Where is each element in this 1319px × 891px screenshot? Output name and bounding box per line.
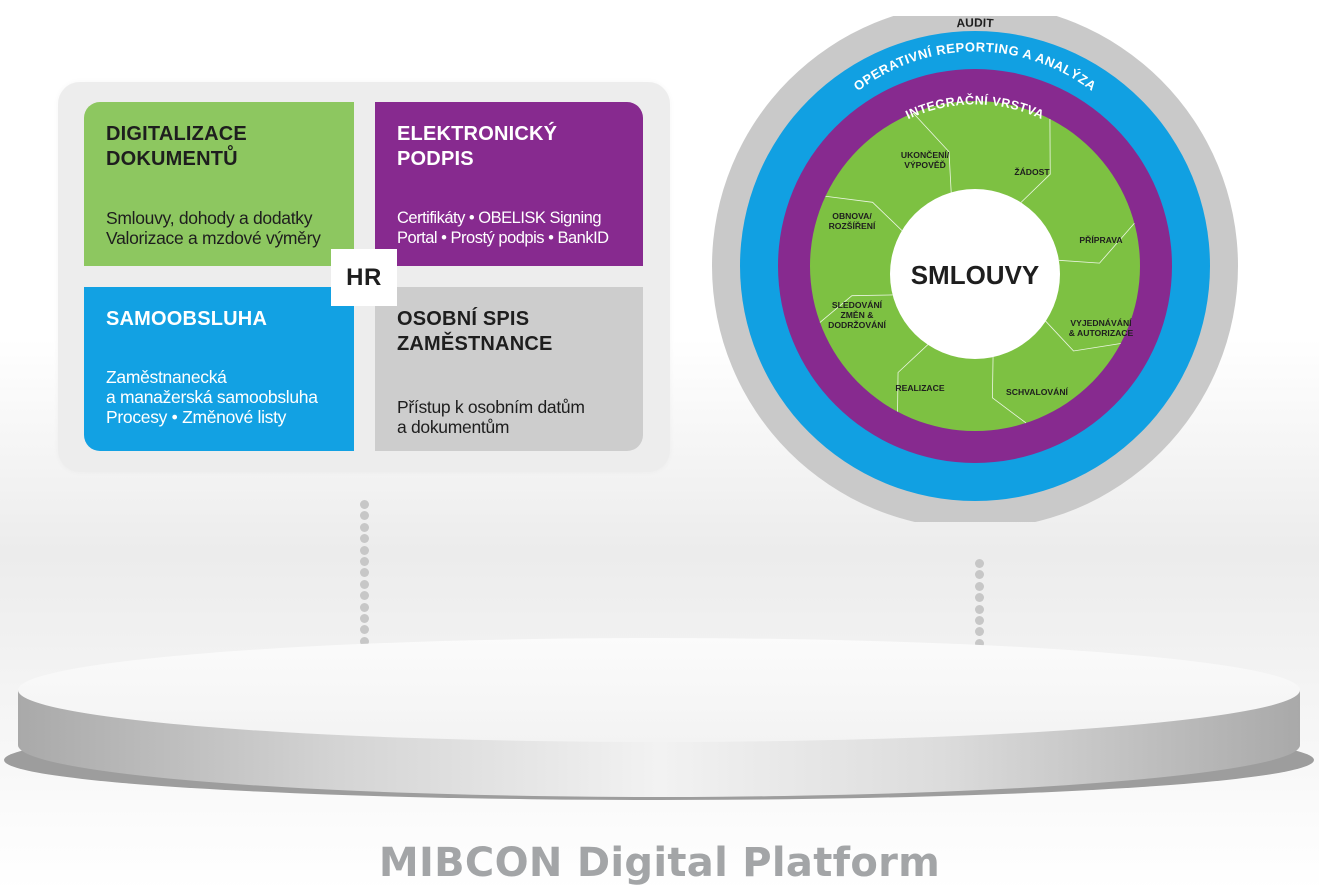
connector-dot [974, 604, 984, 614]
segment-label: SCHVALOVÁNÍ [1006, 387, 1069, 397]
tile-self-service[interactable]: SAMOOBSLUHA Zaměstnanecká a manažerská s… [84, 287, 354, 451]
segment-divider [1045, 320, 1121, 352]
contracts-lifecycle-wheel: SMLOUVY AUDIT OPERATIVNÍ REPORTING A ANA… [712, 16, 1238, 522]
segment-label: UKONČENÍ/VÝPOVĚĎ [901, 149, 950, 170]
tile-title: SAMOOBSLUHA [106, 308, 268, 330]
hr-badge: HR [331, 249, 397, 306]
connector-dot [359, 579, 369, 589]
segment-label: PŘÍPRAVA [1079, 234, 1122, 245]
tile-title: ELEKTRONICKÝ PODPIS [397, 123, 558, 170]
connector-dot [359, 613, 369, 623]
connector-dot [974, 615, 984, 625]
segment-divider [825, 195, 903, 231]
connector-dot [974, 570, 984, 580]
connector-dot [359, 625, 369, 635]
connector-dot [359, 568, 369, 578]
audit-label-text: AUDIT [956, 16, 995, 30]
connector-dot [974, 593, 984, 603]
tile-document-digitalization[interactable]: DIGITALIZACE DOKUMENTŮ Smlouvy, dohody a… [84, 102, 354, 266]
segment-divider [912, 112, 952, 193]
center-label: SMLOUVY [911, 260, 1040, 290]
segment-label: OBNOVA/ROZŠÍŘENÍ [829, 211, 876, 231]
connector-dot [359, 522, 369, 532]
segment-dividers [819, 112, 1135, 424]
connector-dot [359, 636, 369, 646]
connector-dot [974, 638, 984, 648]
tile-description: Smlouvy, dohody a dodatky Valorizace a m… [106, 208, 321, 248]
audit-label: AUDIT [956, 16, 995, 30]
tile-title: DIGITALIZACE DOKUMENTŮ [106, 123, 247, 170]
segment-divider [991, 357, 1027, 424]
connector-dot [974, 581, 984, 591]
segment-divider [897, 344, 929, 412]
connector-dots-hr [358, 500, 370, 682]
connector-dot [974, 559, 984, 568]
connector-dot [359, 534, 369, 544]
connector-dot [359, 602, 369, 612]
connector-dot [359, 556, 369, 566]
segment-label: ŽÁDOST [1014, 166, 1050, 177]
segment-divider [1058, 223, 1135, 264]
platform-top [18, 638, 1300, 742]
segment-divider [1020, 118, 1051, 203]
tile-description: Certifikáty • OBELISK Signing Portal • P… [397, 209, 609, 247]
connector-dot [359, 591, 369, 601]
tile-personnel-file[interactable]: OSOBNÍ SPIS ZAMĚSTNANCE Přístup k osobní… [375, 287, 643, 451]
tile-description: Přístup k osobním datům a dokumentům [397, 397, 585, 437]
connector-dot [359, 500, 369, 509]
segment-label: REALIZACE [895, 383, 944, 393]
connector-dot [974, 627, 984, 637]
segment-label: VYJEDNÁVÁNÍ& AUTORIZACE [1069, 318, 1134, 338]
segment-labels: UKONČENÍ/VÝPOVĚĎ ŽÁDOST PŘÍPRAVA VYJEDNÁVÁN… [828, 149, 1133, 397]
segment-divider [819, 294, 893, 323]
center-circle [890, 189, 1060, 359]
connector-dot [359, 511, 369, 521]
platform-title: MIBCON Digital Platform [378, 840, 941, 886]
tile-description: Zaměstnanecká a manažerská samoobsluha P… [106, 367, 318, 427]
connector-dot [359, 545, 369, 555]
tile-electronic-signature[interactable]: ELEKTRONICKÝ PODPIS Certifikáty • OBELIS… [375, 102, 643, 266]
tile-title: OSOBNÍ SPIS ZAMĚSTNANCE [397, 308, 553, 355]
platform-disc [4, 638, 1314, 800]
